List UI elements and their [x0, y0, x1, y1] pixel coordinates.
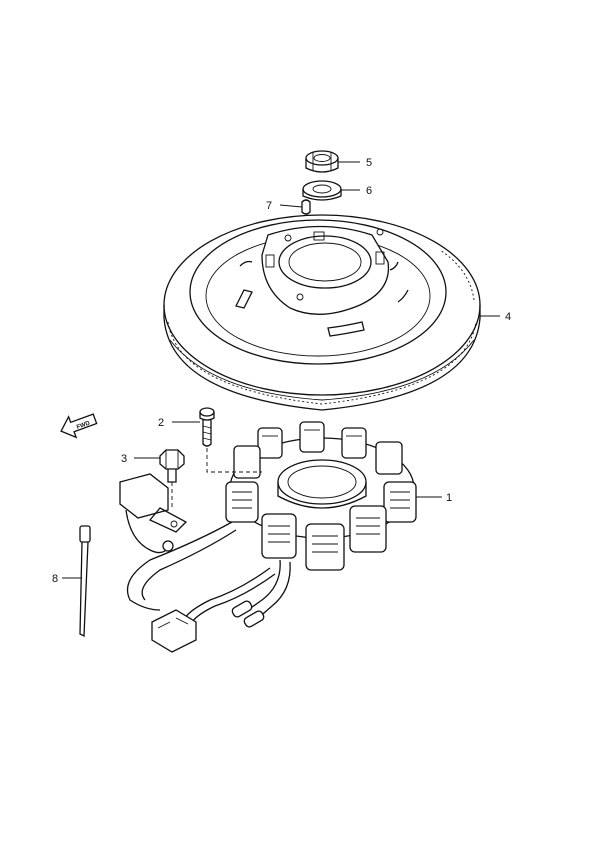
callout-7: 7 [266, 200, 272, 212]
part-4-flywheel[interactable] [163, 214, 481, 411]
part-1-stator[interactable] [119, 421, 417, 653]
part-5-nut[interactable] [305, 150, 339, 173]
callout-1: 1 [446, 492, 452, 504]
callout-6: 6 [366, 185, 372, 197]
part-7-key[interactable] [301, 199, 311, 215]
fwd-arrow-label: FWD [76, 420, 92, 431]
part-3-bolt[interactable] [159, 449, 185, 483]
callout-4: 4 [505, 311, 511, 323]
callout-2: 2 [158, 417, 164, 429]
callout-3: 3 [121, 453, 127, 465]
callout-8: 8 [52, 573, 58, 585]
leader-lines [62, 161, 500, 579]
fwd-arrow: FWD [60, 413, 98, 439]
callout-5: 5 [366, 157, 372, 169]
part-6-washer[interactable] [302, 180, 342, 201]
part-2-screw[interactable] [199, 407, 215, 447]
callout-labels: 5 6 7 4 2 3 1 8 [52, 157, 511, 585]
part-8-cable-tie[interactable] [79, 525, 91, 638]
